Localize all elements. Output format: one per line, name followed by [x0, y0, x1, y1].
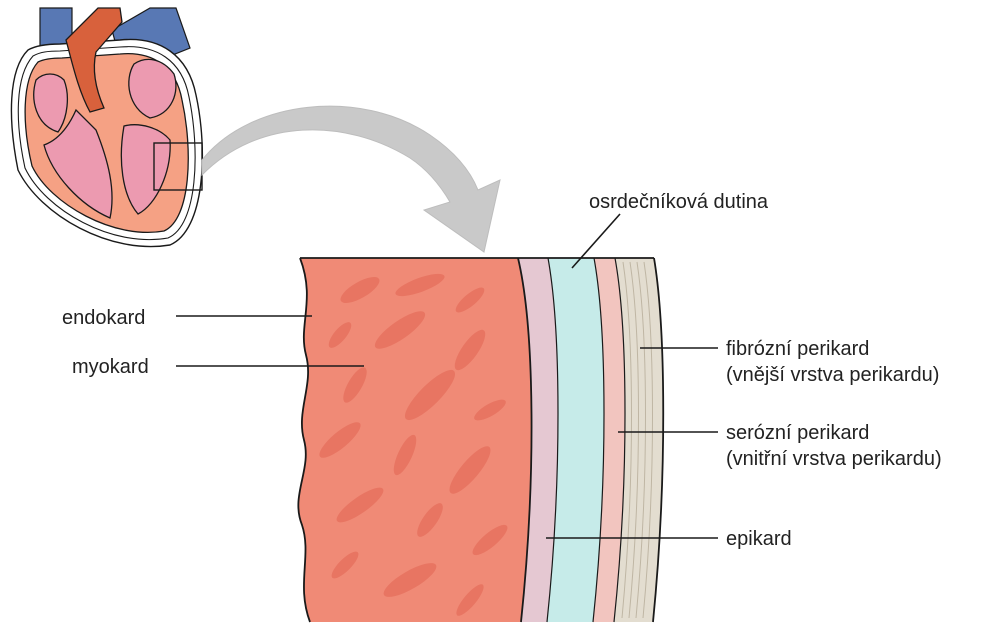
label-fibrous-pericardium: fibrózní perikard [726, 338, 869, 360]
endocardium-boundary [297, 257, 311, 623]
epicardium-layer [518, 258, 558, 622]
right-atrium [33, 73, 69, 133]
serous-fibrous-boundary [613, 257, 626, 623]
zoom-arrow [201, 105, 501, 253]
left-atrium [128, 58, 177, 119]
label-endocardium: endokard [62, 307, 145, 329]
leader-pericardial-cavity [571, 213, 621, 269]
myo-epi-boundary [517, 257, 533, 623]
label-pericardial-cavity: osrdečníková dutina [589, 191, 769, 213]
aorta [65, 7, 123, 113]
heart-pericardium-line [17, 46, 196, 241]
fibrous-texture [621, 261, 653, 619]
label-serous-pericardium: serózní perikard [726, 422, 869, 444]
label-epicardium: epikard [726, 528, 792, 550]
outer-boundary [652, 257, 665, 623]
heart-wall-section [297, 257, 665, 623]
pericardial-cavity-layer [547, 258, 604, 622]
heart-illustration [10, 7, 204, 248]
right-ventricle [43, 108, 113, 219]
left-ventricle [120, 124, 171, 215]
epi-cavity-boundary [546, 257, 559, 623]
label-serous-pericardium-sub: (vnitřní vrstva perikardu) [726, 448, 942, 470]
label-fibrous-pericardium-sub: (vnější vrstva perikardu) [726, 364, 939, 386]
label-myocardium: myokard [72, 356, 149, 378]
myocardium-texture [319, 273, 508, 616]
cavity-serous-boundary [592, 257, 605, 623]
